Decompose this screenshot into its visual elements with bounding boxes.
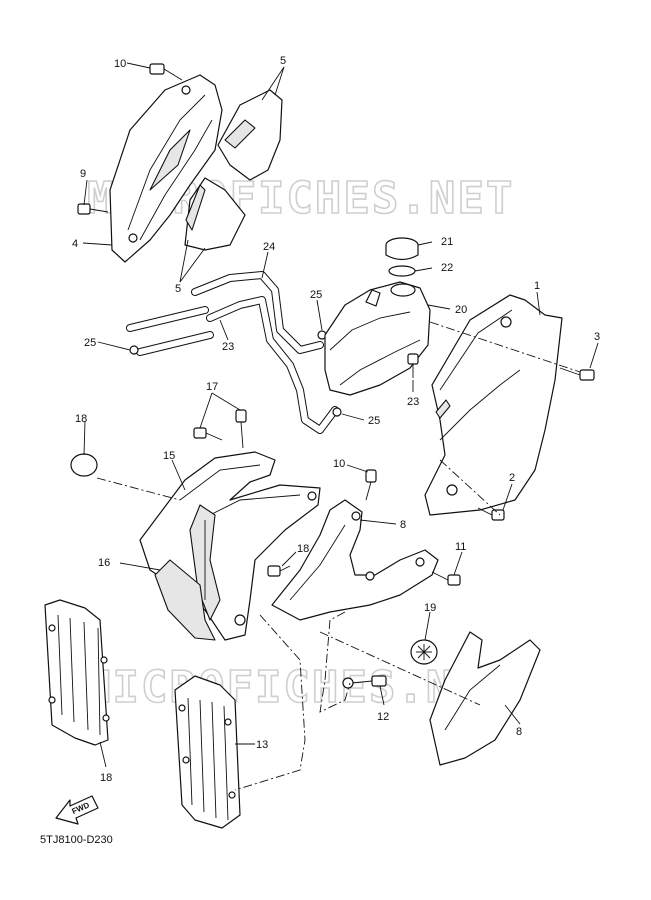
part-18-grommet-left[interactable] [70,453,98,477]
callout-20: 21 [441,236,453,248]
callout-25-left: 25 [84,337,96,349]
part-25-clip-left[interactable] [129,345,139,355]
callout-25-bottom: 25 [368,415,380,427]
callout-1: 1 [534,280,540,292]
leader-lines [82,62,599,768]
part-15-bolt-upper[interactable] [235,409,247,449]
part-4-side-cover-left[interactable] [109,74,223,263]
callout-7: 10 [114,58,126,70]
figure-code: 5TJ8100-D230 [40,834,113,846]
part-14-shroud-decal-left[interactable] [154,559,216,641]
forward-arrow-icon: FWD [55,795,99,825]
part-5-decal-lower[interactable] [184,177,246,251]
part-19-fuel-tank[interactable] [324,281,431,396]
alignment-dash-lines [96,321,581,791]
part-10-bolt-lower[interactable] [431,571,461,586]
callout-18-left: 18 [75,413,87,425]
part-18-grommet-right[interactable] [410,639,438,665]
part-9-shroud-decal-right[interactable] [429,631,541,766]
part-23-breather-hose[interactable] [126,306,214,356]
part-8-radiator-shroud-right[interactable] [271,499,439,621]
part-20-tank-cap[interactable] [385,237,419,261]
part-5-decal-upper[interactable] [217,89,283,181]
part-1-side-cover-right[interactable] [424,294,563,516]
part-2-bolt[interactable] [477,507,505,521]
callout-16: 18 [297,543,309,555]
part-12-radiator-guard-right[interactable] [174,675,241,829]
part-15-bolt-lower[interactable] [193,427,223,441]
callout-6: 9 [80,168,86,180]
callout-4: 4 [72,238,78,250]
part-16-bolt[interactable] [267,565,291,577]
part-10-bolt-upper[interactable] [365,469,377,501]
callout-13: 15 [163,450,175,462]
callout-12: 13 [256,739,268,751]
callout-2: 2 [509,472,515,484]
callout-18-right: 19 [424,602,436,614]
callout-5-lower: 5 [175,283,181,295]
callout-5-upper: 5 [280,55,286,67]
part-22-bolt[interactable] [407,353,419,378]
callout-11: 12 [377,711,389,723]
part-6-bolt[interactable] [77,203,109,215]
callout-15: 17 [206,381,218,393]
part-25-clip-bottom[interactable] [332,407,342,417]
callout-10-lower: 11 [455,541,466,553]
callouts: 10 5 9 4 5 24 25 25 23 21 22 20 23 25 1 … [72,55,600,784]
part-24-breather-hose[interactable] [191,271,339,434]
part-17-radiator-guard-left[interactable] [44,599,110,746]
callout-9: 8 [516,726,522,738]
callout-8: 8 [400,519,406,531]
callout-21: 22 [441,262,453,274]
part-11-bolt[interactable] [342,675,387,689]
part-21-cap-gasket[interactable] [388,265,416,277]
callout-23: 23 [222,341,234,353]
part-7-bolt[interactable] [149,63,183,81]
callout-22: 23 [407,396,419,408]
callout-17: 18 [100,772,112,784]
callout-10-upper: 10 [333,458,345,470]
callout-24: 24 [263,241,275,253]
callout-14: 16 [98,557,110,569]
part-3-bolt[interactable] [559,367,595,381]
callout-19: 20 [455,304,467,316]
callout-3: 3 [594,331,600,343]
callout-25-top: 25 [310,289,322,301]
